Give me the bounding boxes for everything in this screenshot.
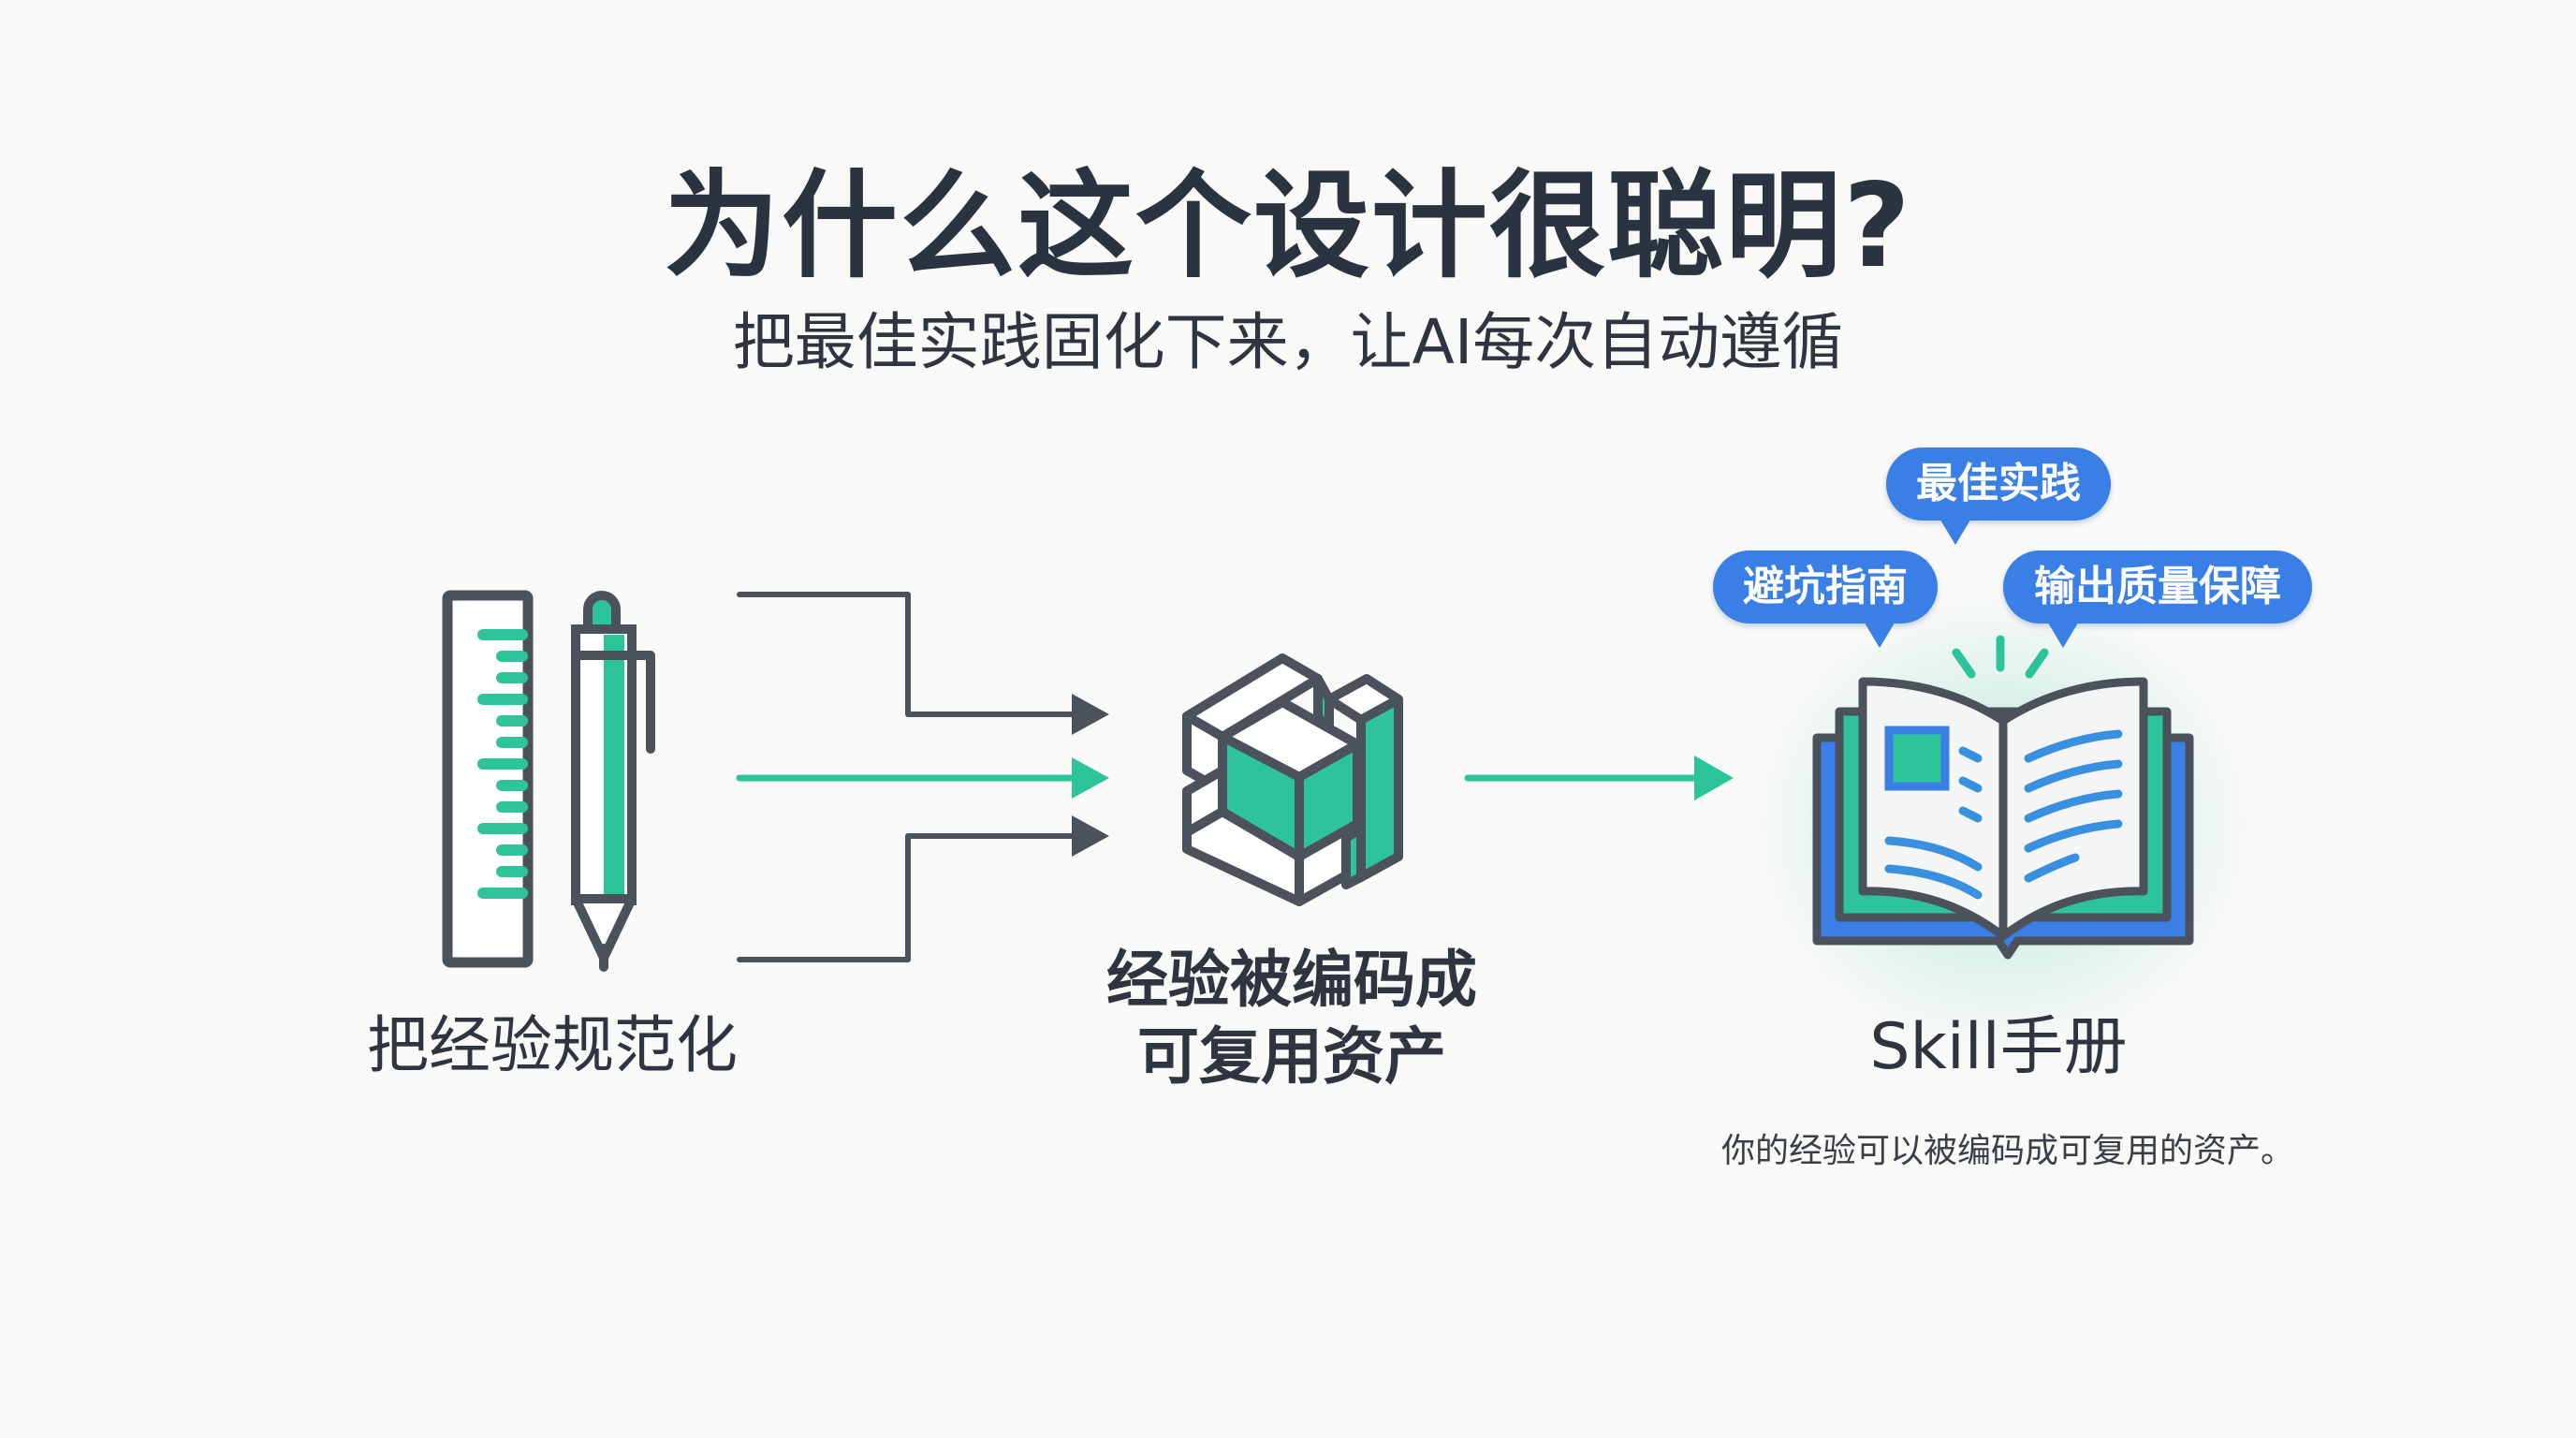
page-title: 为什么这个设计很聪明? (664, 159, 1912, 294)
bubble-text: 避坑指南 (1743, 563, 1908, 610)
pen-icon (571, 591, 655, 972)
bubble-text: 最佳实践 (1916, 460, 2081, 507)
merge-arrows (736, 592, 1109, 962)
step-3-caption: 你的经验可以被编码成可复用的资产。 (1720, 1132, 2294, 1170)
step-1-label: 把经验规范化 (367, 1009, 738, 1081)
bubble-text: 输出质量保障 (2034, 563, 2281, 610)
open-book-icon (1812, 677, 2194, 960)
building-blocks-icon (1182, 653, 1403, 906)
bubble-pitfall-guide: 避坑指南 (1713, 550, 1938, 648)
step-2-label-line1: 经验被编码成 (1106, 944, 1477, 1016)
bubble-quality-assurance: 输出质量保障 (2003, 550, 2312, 648)
bubble-best-practice: 最佳实践 (1886, 448, 2111, 545)
sparkle-icon (1952, 635, 2049, 679)
step-3-label: Skill手册 (1869, 1010, 2128, 1084)
arrow-to-skill (1464, 756, 1734, 800)
step-2-label-line2: 可复用资产 (1137, 1020, 1446, 1093)
ruler-icon (442, 590, 534, 968)
page-subtitle: 把最佳实践固化下来，让AI每次自动遵循 (732, 306, 1844, 378)
